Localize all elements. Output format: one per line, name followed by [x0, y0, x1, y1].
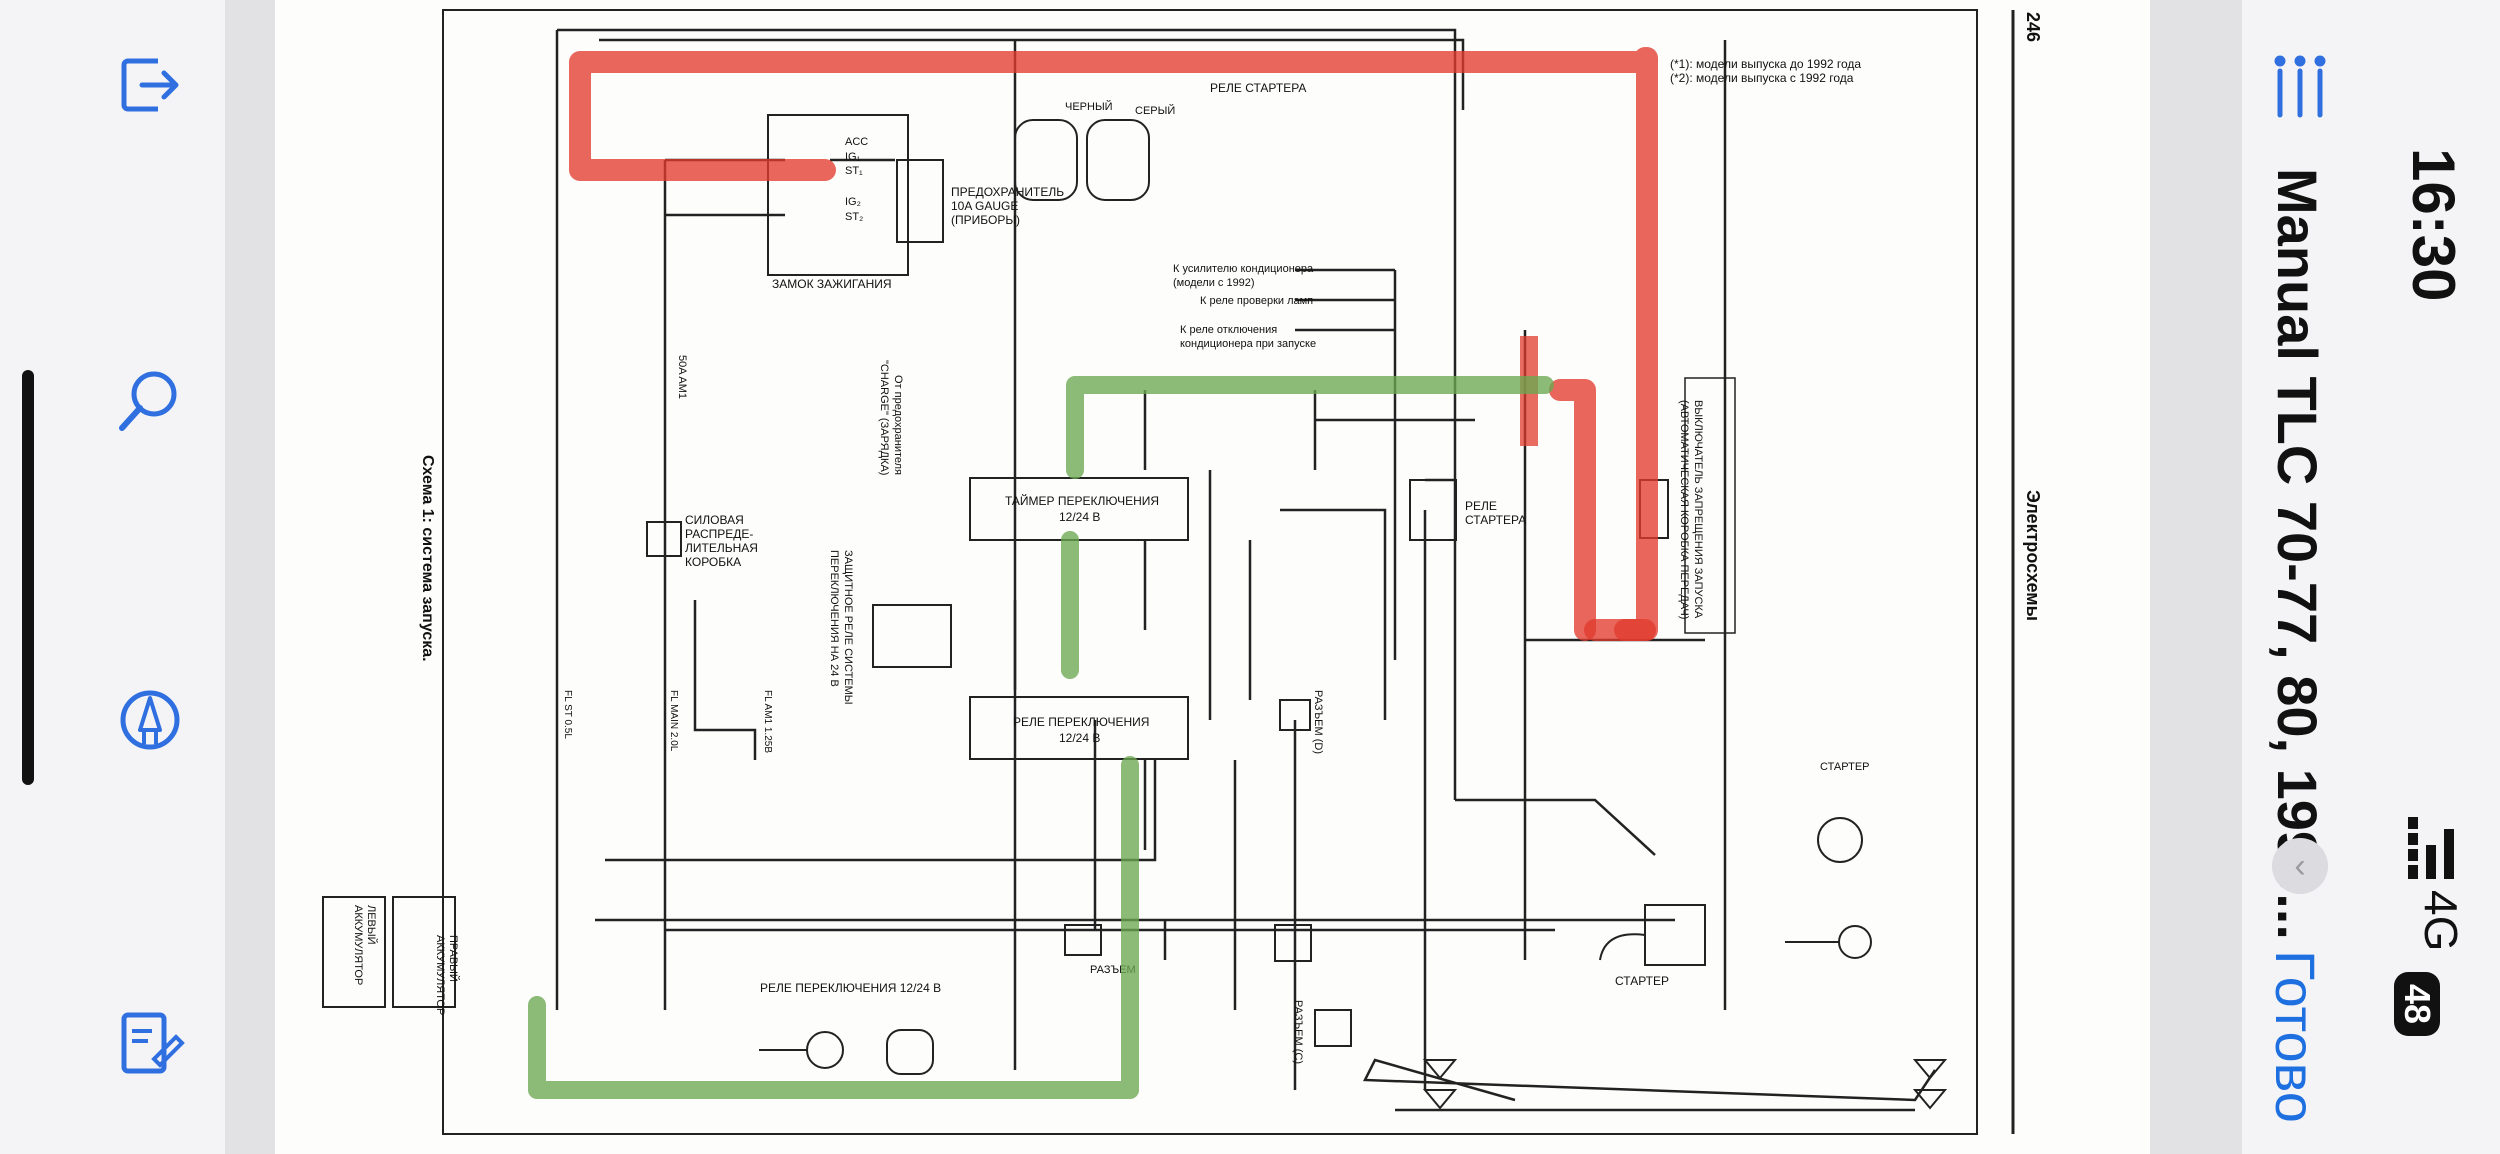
page-gutter-left — [225, 0, 275, 1154]
fuse-am1b-label: FL AM1 1.25B — [762, 690, 773, 753]
search-icon[interactable] — [110, 360, 190, 440]
timer-line2: 12/24 В — [1059, 510, 1100, 524]
ac-amp-line1: К усилителю кондиционера — [1173, 263, 1314, 275]
relay-conn-label: РЕЛЕ ПЕРЕКЛЮЧЕНИЯ 12/24 В — [760, 981, 941, 995]
fuse-st-label: FL ST 0.5L — [562, 690, 573, 739]
navigation-panel — [2242, 0, 2500, 1154]
starter-relay-line2: СТАРТЕРА — [1465, 513, 1526, 527]
page-gutter-right — [2150, 0, 2242, 1154]
wiring-diagram: ЗАМОК ЗАЖИГАНИЯ ACC IG₁ ST₁ IG₂ ST₂ ПРЕД… — [322, 9, 2043, 1135]
page-number: 246 — [2023, 12, 2043, 42]
document-page[interactable]: ЗАМОК ЗАЖИГАНИЯ ACC IG₁ ST₁ IG₂ ST₂ ПРЕД… — [275, 0, 2150, 1154]
connector-c-label: РАЗЪЕМ (C) — [1292, 1000, 1304, 1064]
starter-relay-top-label: РЕЛЕ СТАРТЕРА — [1210, 81, 1306, 95]
charge-line2: "CHARGE" (ЗАРЯДКА) — [878, 360, 890, 475]
status-time: 16:30 — [2400, 148, 2467, 302]
power-box-line3: ЛИТЕЛЬНАЯ — [685, 541, 758, 555]
relay-black-label: ЧЕРНЫЙ — [1065, 100, 1113, 113]
connector-d-label: РАЗЪЕМ (D) — [1312, 690, 1324, 754]
svg-text:IG₁: IG₁ — [845, 151, 861, 163]
fuse-gauge-line1: ПРЕДОХРАНИТЕЛЬ — [951, 185, 1064, 199]
power-box-line2: РАСПРЕДЕ- — [685, 527, 753, 541]
power-box-line1: СИЛОВАЯ — [685, 513, 744, 527]
document-title: Manual TLC 70-77, 80, 1990... — [2266, 168, 2329, 940]
fuse-gauge-line3: (ПРИБОРЫ) — [951, 213, 1020, 227]
neutral-switch-line2: (АВТОМАТИЧЕСКАЯ КОРОБКА ПЕРЕДАЧ) — [1678, 400, 1690, 619]
markup-icon[interactable] — [110, 680, 190, 760]
svg-text:ST₂: ST₂ — [845, 211, 863, 223]
ac-amp-line2: (модели с 1992) — [1173, 277, 1255, 289]
lamp-relay-label: К реле проверки ламп — [1200, 295, 1313, 307]
left-toolbar — [0, 0, 225, 1154]
fuse-main-label: FL MAIN 2.0L — [668, 690, 679, 752]
svg-text:ST₁: ST₁ — [845, 165, 863, 177]
battery-badge: 48 — [2394, 972, 2440, 1037]
starter-conn-label: СТАРТЕР — [1820, 761, 1870, 773]
note-2: (*2): модели выпуска с 1992 года — [1670, 71, 1854, 85]
relay-gray-label: СЕРЫЙ — [1135, 104, 1175, 117]
red-highlight — [569, 47, 1658, 641]
chevron-left-icon[interactable]: ‹ — [2272, 838, 2328, 894]
protect-relay-line1: ЗАЩИТНОЕ РЕЛЕ СИСТЕМЫ — [842, 550, 854, 704]
ignition-label: ЗАМОК ЗАЖИГАНИЯ — [772, 277, 892, 291]
svg-text:ACC: ACC — [845, 136, 868, 148]
scroll-indicator[interactable] — [22, 370, 34, 785]
ac-cut-line1: К реле отключения — [1180, 324, 1277, 336]
list-icon[interactable] — [2270, 55, 2340, 125]
starter-relay-line1: РЕЛЕ — [1465, 499, 1497, 513]
timer-line1: ТАЙМЕР ПЕРЕКЛЮЧЕНИЯ — [1005, 493, 1159, 508]
left-battery-line1: ЛЕВЫЙ — [365, 905, 378, 945]
diagram-caption: Схема 1: система запуска. — [419, 455, 436, 662]
fuse-am1-label: 50A AM1 — [676, 355, 688, 399]
fuse-gauge-line2: 10A GAUGE — [951, 199, 1018, 213]
share-icon[interactable] — [110, 45, 190, 125]
sign-form-icon[interactable] — [110, 1005, 190, 1085]
switch-relay-line1: РЕЛЕ ПЕРЕКЛЮЧЕНИЯ — [1013, 715, 1149, 729]
switch-relay-line2: 12/24 В — [1059, 731, 1100, 745]
signal-icon — [2408, 817, 2454, 879]
charge-line1: От предохранителя — [892, 375, 904, 475]
right-battery-line2: АККУМУЛЯТОР — [434, 935, 446, 1015]
protect-relay-line2: ПЕРЕКЛЮЧЕНИЯ НА 24 В — [828, 550, 840, 687]
ac-cut-line2: кондиционера при запуске — [1180, 338, 1316, 350]
section-title: Электросхемы — [2023, 490, 2043, 621]
starter-label: СТАРТЕР — [1615, 974, 1669, 988]
neutral-switch-line1: ВЫКЛЮЧАТЕЛЬ ЗАПРЕЩЕНИЯ ЗАПУСКА — [1692, 400, 1704, 619]
note-1: (*1): модели выпуска до 1992 года — [1670, 57, 1861, 71]
right-battery-line1: ПРАВЫЙ — [447, 935, 460, 982]
green-highlight — [528, 376, 1554, 1099]
carrier-label: 4G — [2415, 890, 2467, 952]
power-box-line4: КОРОБКА — [685, 555, 741, 569]
svg-text:IG₂: IG₂ — [845, 196, 861, 208]
left-battery-line2: АККУМУЛЯТОР — [352, 905, 364, 985]
done-button[interactable]: Готово — [2264, 950, 2327, 1123]
